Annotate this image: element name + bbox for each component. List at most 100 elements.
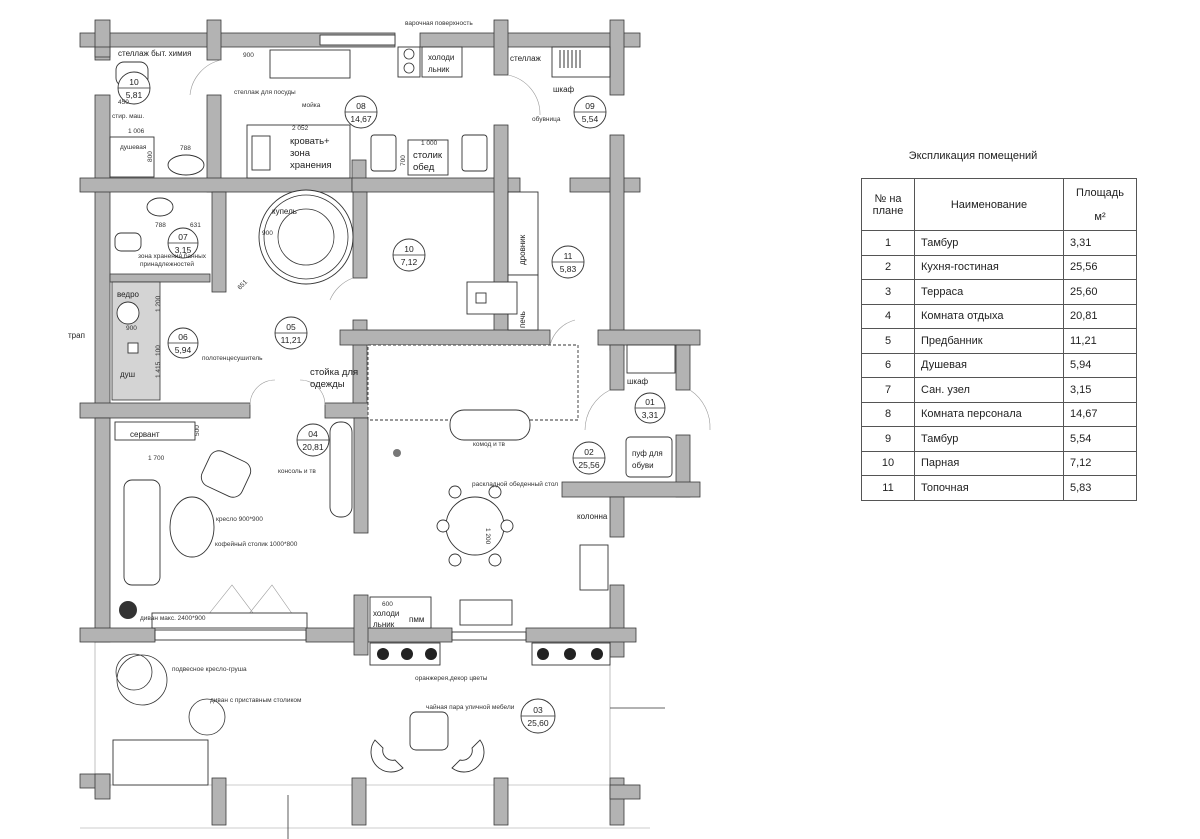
cell-area: 7,12 — [1063, 450, 1137, 476]
pouf — [625, 436, 673, 478]
cell-area: 11,21 — [1063, 328, 1137, 354]
header-num: № на плане — [861, 178, 915, 231]
label-sink: мойка — [302, 101, 321, 109]
svg-text:11: 11 — [564, 251, 573, 261]
label-fridge: льник — [428, 65, 450, 74]
dimension: 1 415 — [155, 361, 162, 378]
label-greenhouse: оранжерея,декор цветы — [415, 675, 488, 682]
side-table — [188, 698, 226, 736]
label-fridge: холоди — [428, 53, 454, 62]
cell-name: Предбанник — [914, 328, 1064, 354]
tea-table — [409, 711, 449, 751]
chair — [461, 134, 488, 172]
kitchen-counter — [369, 596, 432, 629]
svg-text:10: 10 — [404, 244, 414, 254]
outdoor-chair — [370, 739, 404, 773]
label-bath-storage: зона хранения банных — [138, 252, 207, 260]
svg-text:7,12: 7,12 — [401, 257, 418, 267]
svg-text:25,60: 25,60 — [527, 718, 549, 728]
cell-area: 14,67 — [1063, 401, 1137, 427]
cell-area: 5,94 — [1063, 352, 1137, 378]
dimension: 900 — [243, 52, 254, 59]
label-towel-dryer: полотенцесушитель — [202, 355, 263, 362]
cell-num: 3 — [861, 279, 915, 305]
hanging-chair — [115, 653, 153, 691]
terrace-sofa — [112, 739, 209, 786]
svg-text:5,54: 5,54 — [582, 114, 599, 124]
label-washer: стир. маш. — [112, 113, 144, 120]
dimension: 1 700 — [148, 455, 165, 462]
svg-text:5,94: 5,94 — [175, 345, 192, 355]
doors — [189, 59, 711, 626]
room-marker: 107,12 — [392, 238, 426, 272]
dimension: 450 — [118, 99, 129, 106]
cell-num: 11 — [861, 475, 915, 501]
plunge-pool — [258, 189, 354, 285]
label-console: консоль и тв — [278, 468, 316, 475]
label-dresser: комод и тв — [473, 441, 505, 448]
label-sideboard: сервант — [130, 430, 160, 439]
plant — [119, 601, 137, 619]
label-table: столик — [413, 150, 443, 161]
label-table: обед — [413, 162, 435, 173]
fridge-top — [421, 46, 463, 78]
label-coffee-table: кофейный столик 1000*800 — [215, 540, 298, 548]
dimension: 788 — [155, 222, 166, 229]
hob-02 — [579, 544, 609, 591]
explication-title: Экспликация помещений — [908, 150, 1038, 162]
dimension: 500 — [194, 425, 201, 436]
label-drain: трап — [68, 331, 85, 340]
room-marker: 013,31 — [634, 392, 666, 424]
label-shower-cabin: душевая — [120, 144, 147, 151]
cell-num: 6 — [861, 352, 915, 378]
cell-name: Комната персонала — [914, 401, 1064, 427]
shower-zone — [111, 281, 161, 401]
label-terrace-sofa: диван с приставным столиком — [210, 697, 302, 704]
svg-text:20,81: 20,81 — [302, 442, 324, 452]
room-marker: 115,83 — [551, 245, 585, 279]
dimension: 600 — [382, 601, 393, 608]
label-wardrobe: шкаф — [627, 377, 649, 386]
svg-text:05: 05 — [286, 322, 296, 332]
wardrobe-01 — [626, 344, 676, 374]
dimension: 800 — [147, 151, 154, 162]
svg-text:14,67: 14,67 — [350, 114, 372, 124]
label-column: колонна — [577, 512, 608, 521]
cell-name: Кухня-гостиная — [914, 254, 1064, 280]
dimension: 700 — [400, 155, 407, 166]
label-coat-rack: одежды — [310, 379, 345, 390]
svg-text:01: 01 — [645, 397, 655, 407]
kitchen-sink — [459, 599, 513, 626]
stove-unit — [466, 281, 518, 315]
svg-text:02: 02 — [584, 447, 594, 457]
label-pouf: обуви — [632, 461, 654, 470]
room-marker: 095,54 — [573, 95, 607, 129]
wardrobe-09 — [551, 46, 611, 78]
svg-text:06: 06 — [178, 332, 188, 342]
label-chem-shelf: стеллаж быт. химия — [118, 49, 191, 58]
armchair — [200, 450, 252, 498]
svg-text:07: 07 — [178, 232, 188, 242]
annotations: варочная поверхность стеллаж быт. химия … — [68, 20, 663, 711]
dimension: 1 200 — [484, 528, 491, 545]
label-hob: варочная поверхность — [405, 20, 473, 27]
dimension: 2 052 — [292, 125, 309, 132]
cell-name: Комната отдыха — [914, 303, 1064, 329]
svg-text:3,15: 3,15 — [175, 245, 192, 255]
washbasin — [146, 197, 174, 217]
svg-text:08: 08 — [356, 101, 366, 111]
cell-num: 9 — [861, 426, 915, 452]
